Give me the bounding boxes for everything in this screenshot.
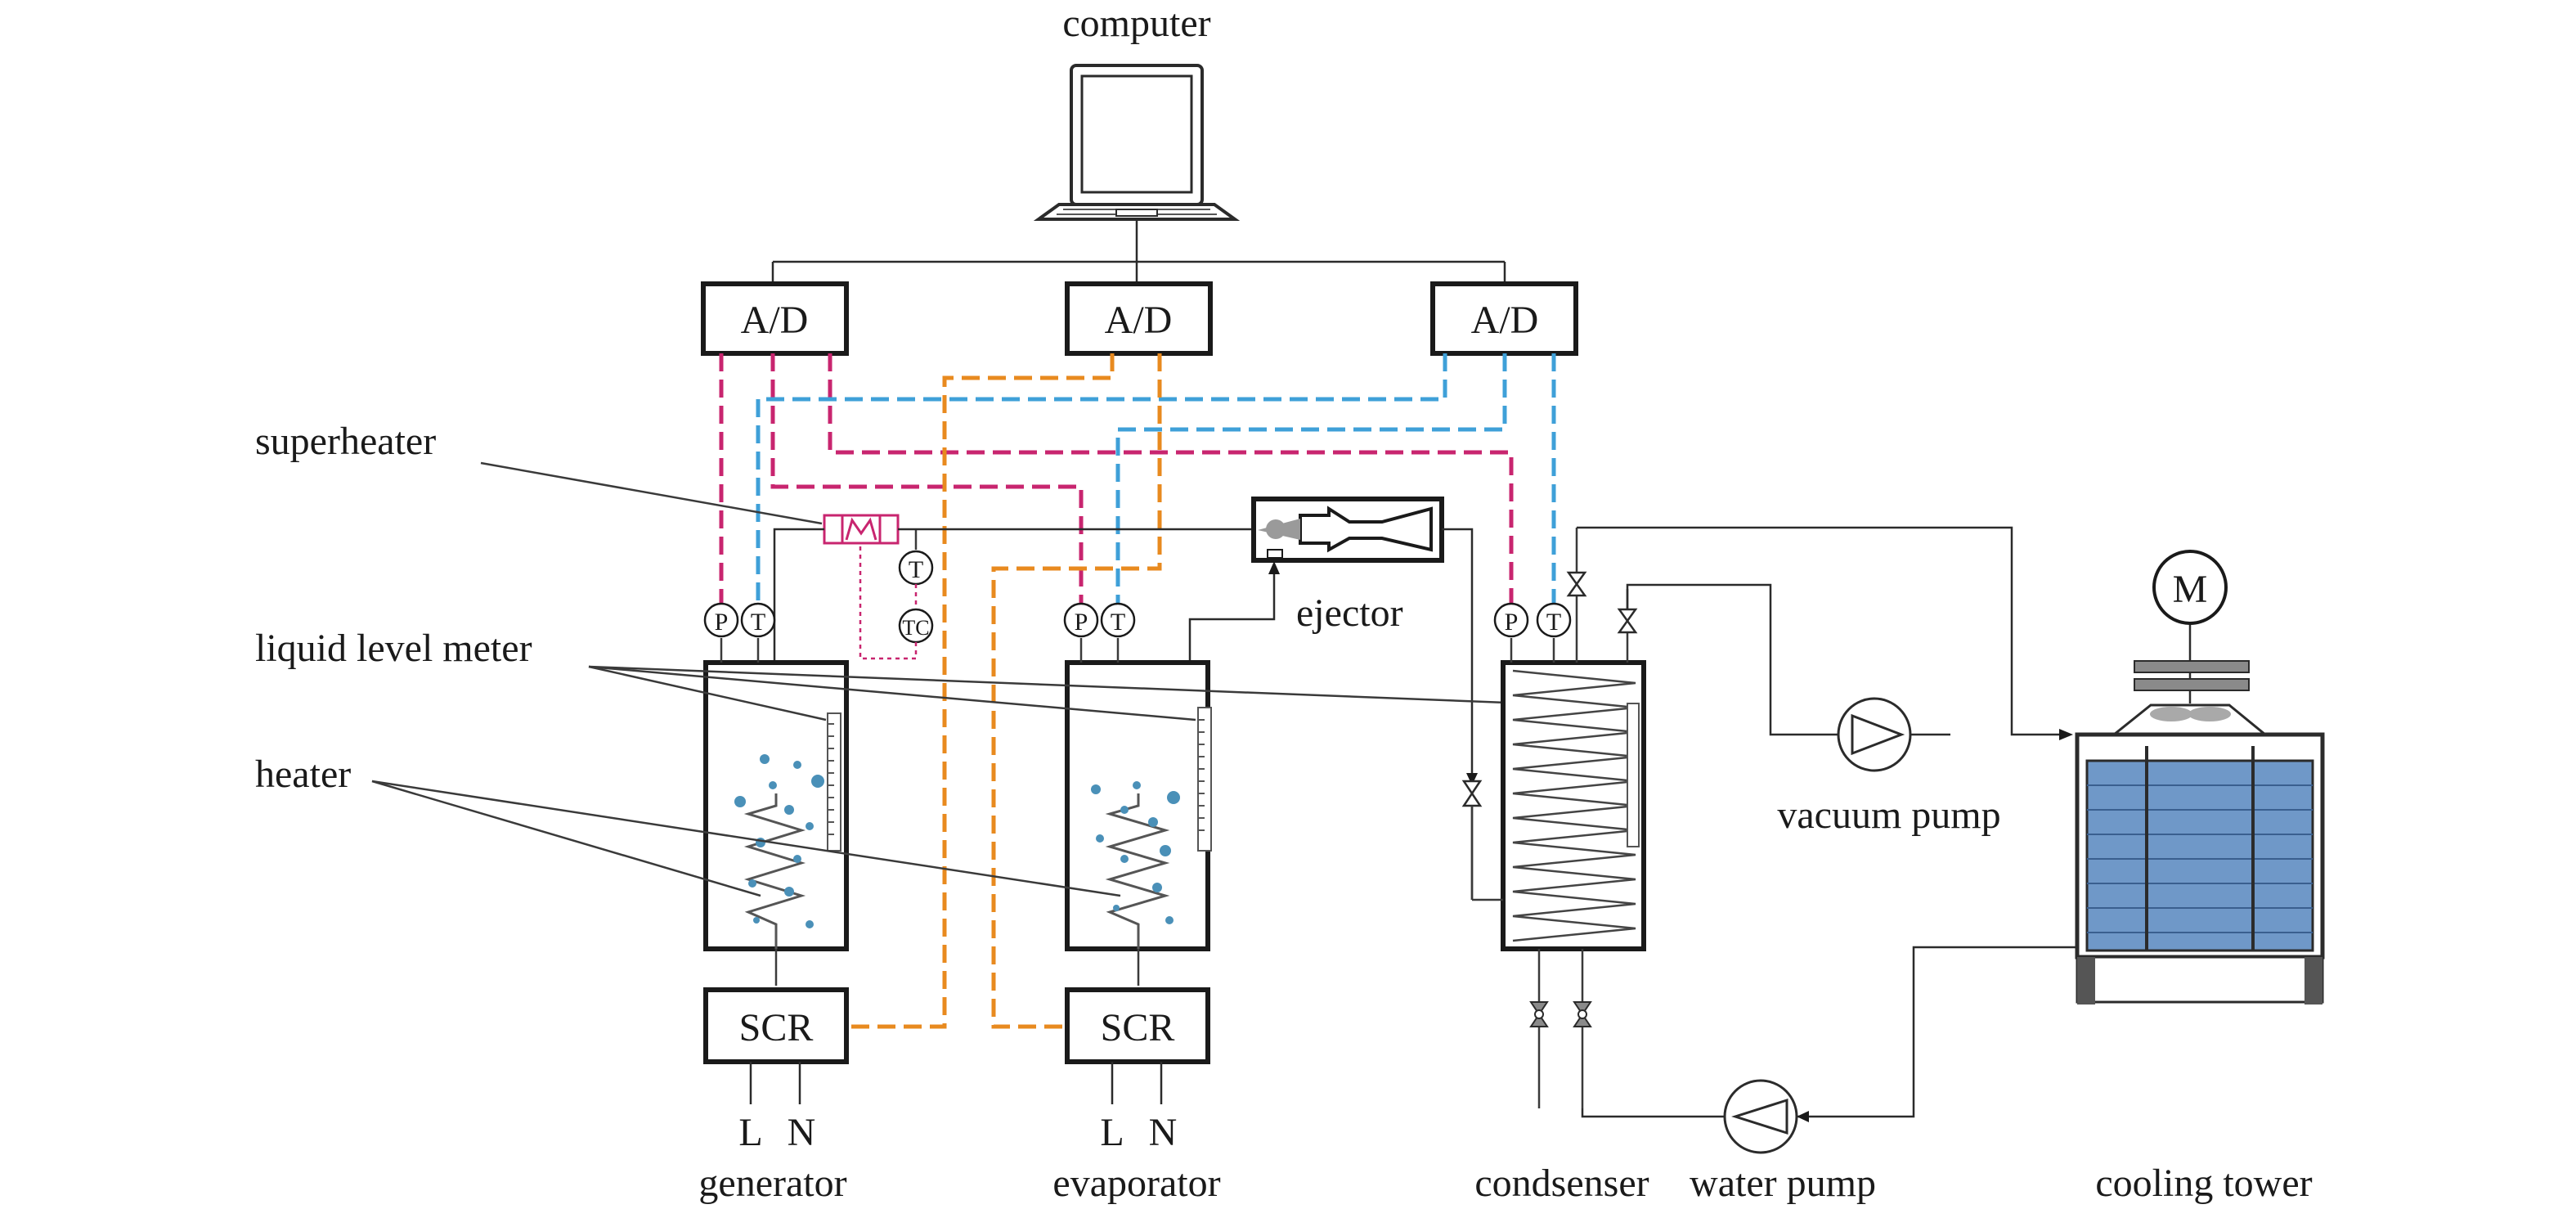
temperature-controller: T TC [859,529,934,660]
control-signal-lines [846,353,1162,1029]
evaporator-n-label: N [1149,1111,1178,1154]
suction-line [1188,561,1280,663]
computer-icon [1033,64,1241,221]
liquid-level-meter-label: liquid level meter [255,627,532,670]
condenser-label: condsenser [1474,1162,1649,1205]
condenser-pressure-sensor [1493,602,1529,638]
water-pump-icon [1723,1079,1798,1154]
generator-t-label: T [751,609,765,636]
temperature-signal-lines [756,353,1556,604]
condenser-temperature-sensor [1536,602,1572,638]
water-pump-line [1581,946,2081,1122]
generator-pressure-sensor [703,602,739,638]
ad-center-label: A/D [1105,299,1173,342]
scr-generator-label: SCR [739,1006,814,1049]
generator-vessel [703,638,849,986]
ad-left-label: A/D [741,299,809,342]
evaporator-pressure-sensor [1063,602,1099,638]
vacuum-pump-icon [1837,697,1912,772]
cooling-water-return-line [1577,526,2073,740]
vacuum-valve [1617,608,1638,634]
ejector [1251,497,1444,563]
condenser-drain-valves [1529,949,1592,1108]
condenser-vessel [1501,528,1646,951]
condenser-bypass-valve [1461,780,1503,901]
ad-converter-left: A/D [701,281,849,356]
superheater [823,514,900,545]
vacuum-line [1626,583,1950,736]
superheater-leader [480,461,823,525]
generator-label: generator [698,1162,846,1205]
superheater-label: superheater [255,420,436,463]
pressure-signal-lines [719,353,1514,604]
condenser-t-label: T [1546,609,1561,636]
evaporator-p-label: P [1075,609,1088,636]
ad-right-label: A/D [1471,299,1539,342]
scr-evaporator: SCR [1065,987,1210,1104]
superheater-tc-label: TC [902,616,929,640]
condenser-p-label: P [1505,609,1519,636]
data-bus [771,219,1506,282]
condenser-top-valve [1566,571,1587,597]
evaporator-l-label: L [1100,1111,1124,1154]
ad-converter-right: A/D [1430,281,1578,356]
generator-n-label: N [788,1111,816,1154]
evaporator-temperature-sensor [1100,602,1136,638]
scr-generator: SCR [703,987,849,1104]
superheater-t-label: T [909,556,923,583]
generator-p-label: P [715,609,729,636]
water-pump-label: water pump [1690,1162,1876,1205]
vacuum-pump-label: vacuum pump [1777,793,2000,837]
ad-converter-center: A/D [1065,281,1213,356]
motor-label: M [2173,568,2208,611]
ejector-label: ejector [1296,591,1403,635]
generator-l-label: L [738,1111,762,1154]
ejector-outlet-line [1442,528,1478,785]
liquid-level-meter-leaders [588,665,1632,721]
evaporator-t-label: T [1111,609,1125,636]
cooling-tower: M [2075,550,2325,1005]
evaporator-label: evaporator [1052,1162,1220,1205]
heater-leaders [371,780,1121,897]
cooling-tower-label: cooling tower [2095,1162,2312,1205]
scr-evaporator-label: SCR [1101,1006,1175,1049]
heater-label: heater [255,753,351,796]
evaporator-vessel [1065,638,1212,986]
generator-temperature-sensor [740,602,776,638]
computer-label: computer [1062,2,1210,45]
